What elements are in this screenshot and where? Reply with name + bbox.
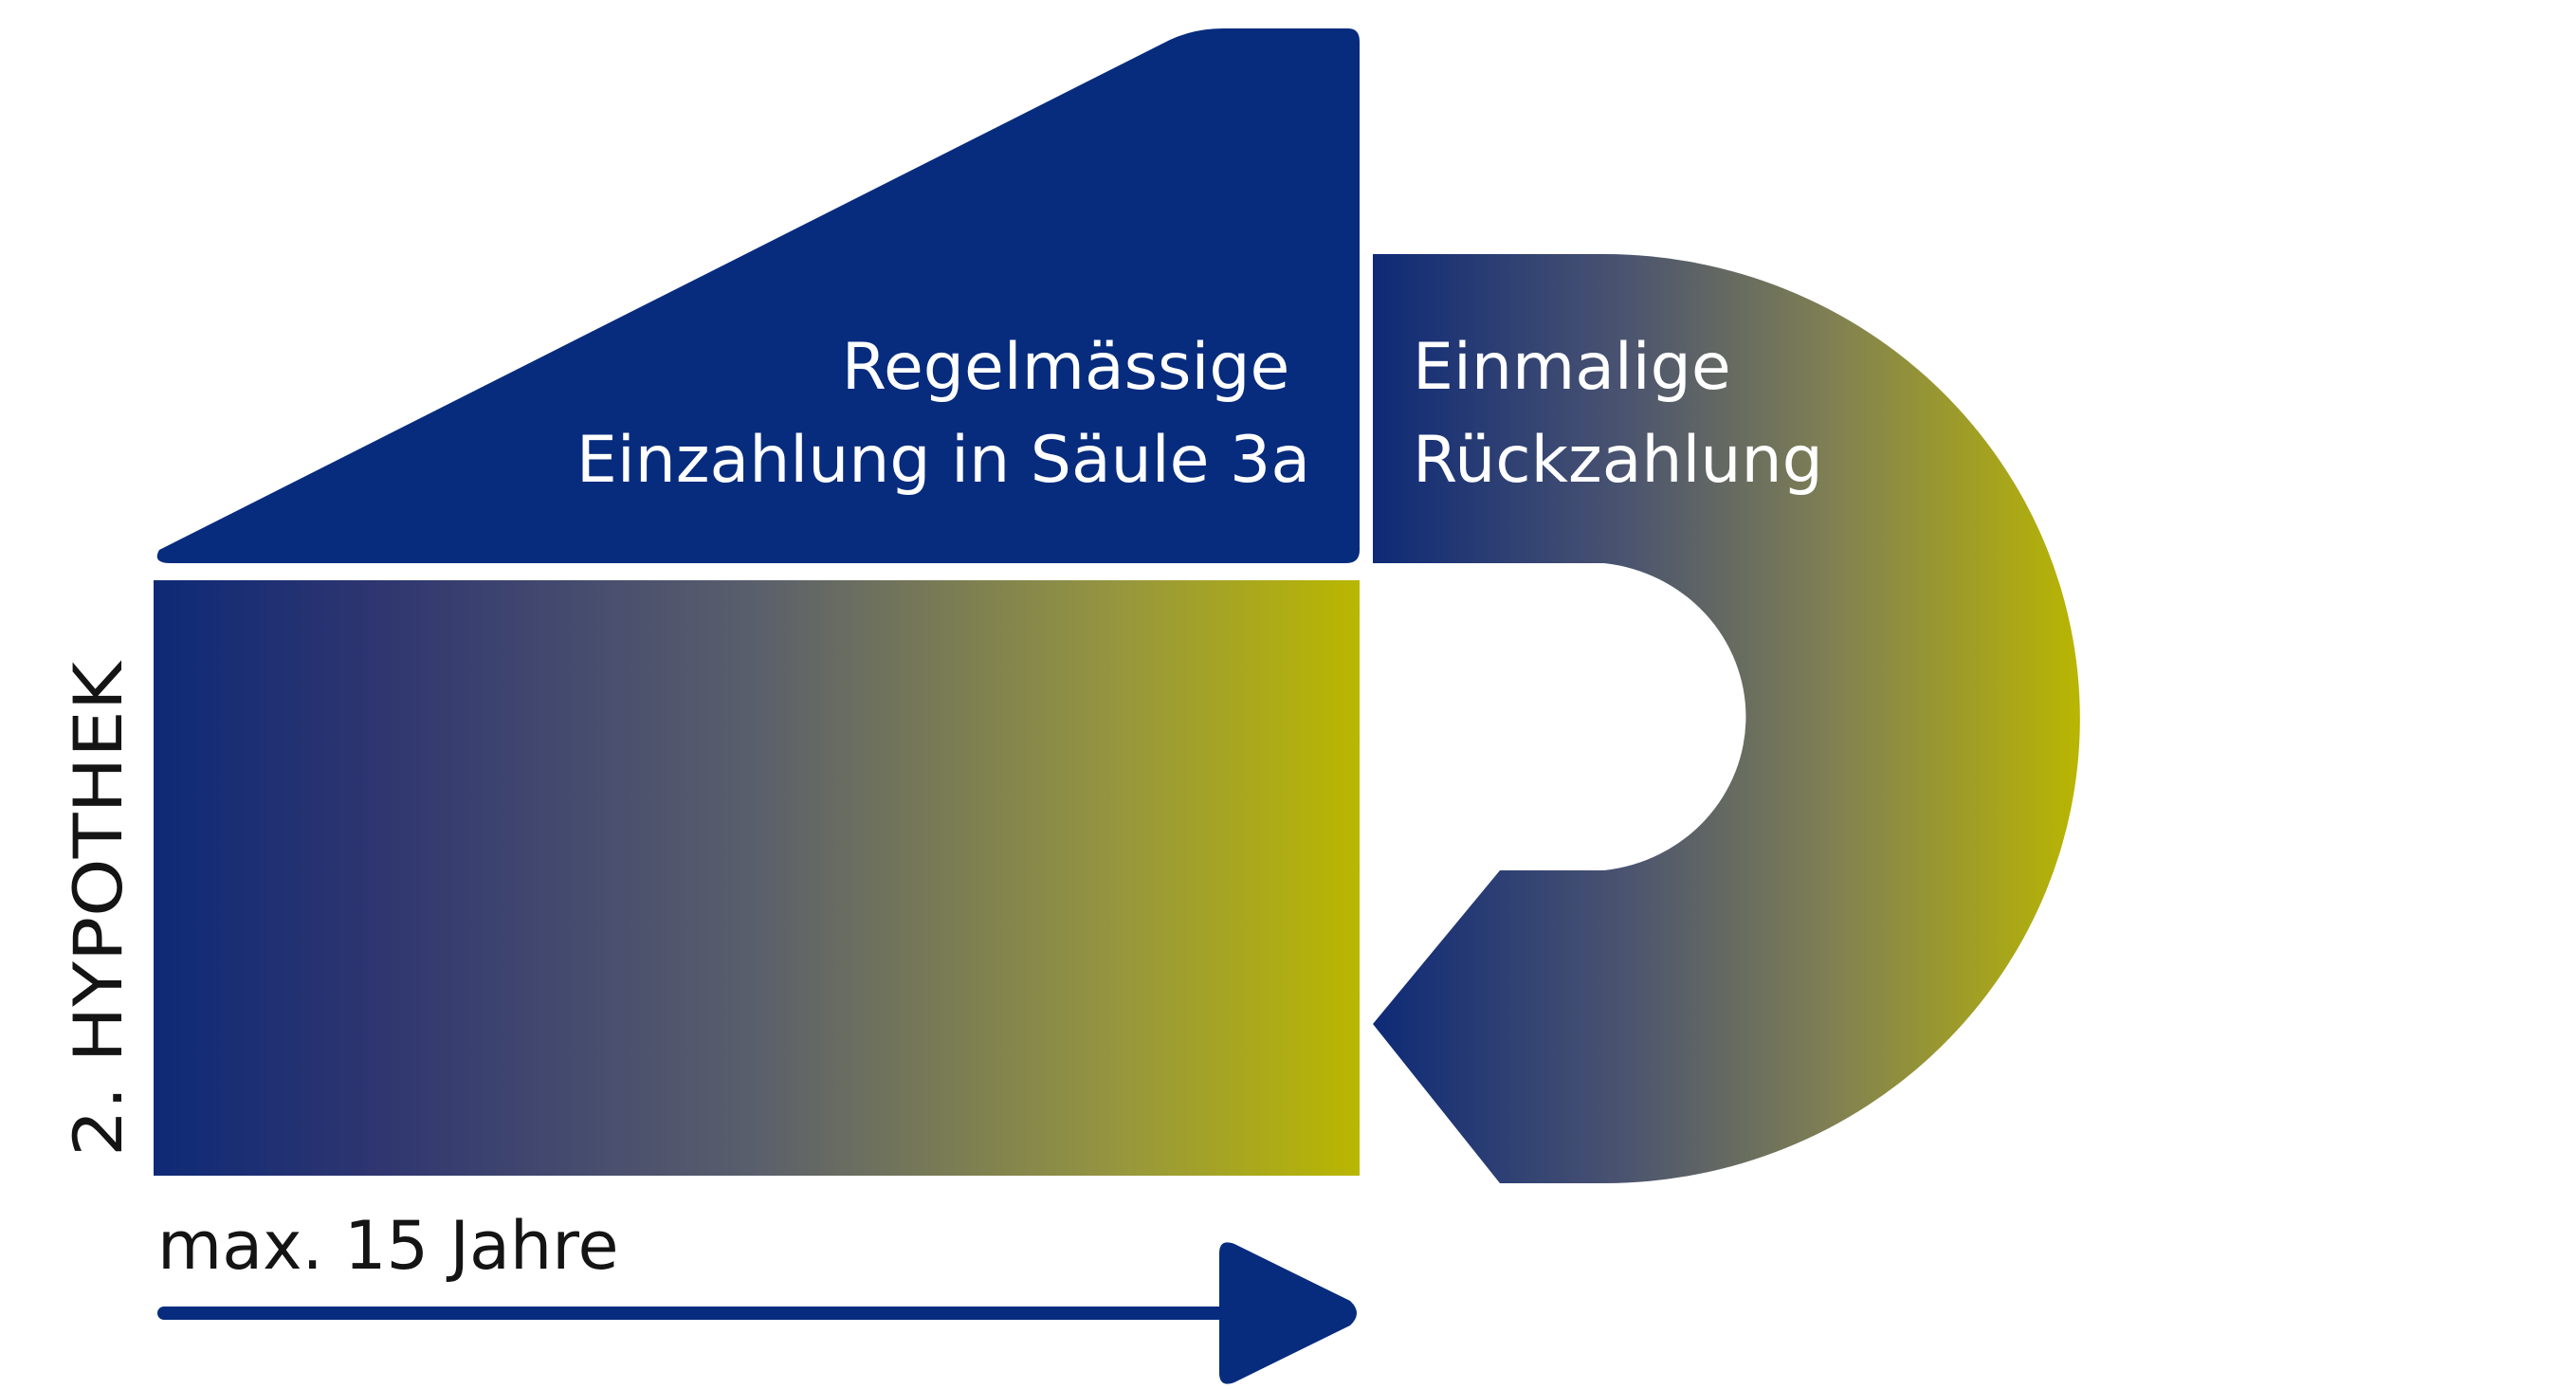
timeline-arrow	[157, 1242, 1357, 1384]
timeline-arrow-shaft	[157, 1307, 1227, 1320]
regular-payment-wedge	[156, 28, 1361, 563]
regular-payment-line1: Regelmässige	[842, 330, 1290, 405]
mortgage-vertical-label: 2. HYPOTHEK	[60, 660, 137, 1157]
duration-label: max. 15 Jahre	[157, 1207, 619, 1285]
one-time-repayment-line1: Einmalige	[1413, 330, 1731, 405]
mortgage-bar	[154, 580, 1360, 1176]
one-time-repayment-arrow	[1373, 254, 2080, 1183]
one-time-repayment-label: Einmalige Rückzahlung	[1413, 330, 1823, 498]
regular-payment-label: Regelmässige Einzahlung in Säule 3a	[576, 330, 1310, 498]
regular-payment-line2: Einzahlung in Säule 3a	[576, 423, 1310, 498]
timeline-arrow-head	[1219, 1242, 1357, 1384]
one-time-repayment-line2: Rückzahlung	[1413, 423, 1823, 498]
